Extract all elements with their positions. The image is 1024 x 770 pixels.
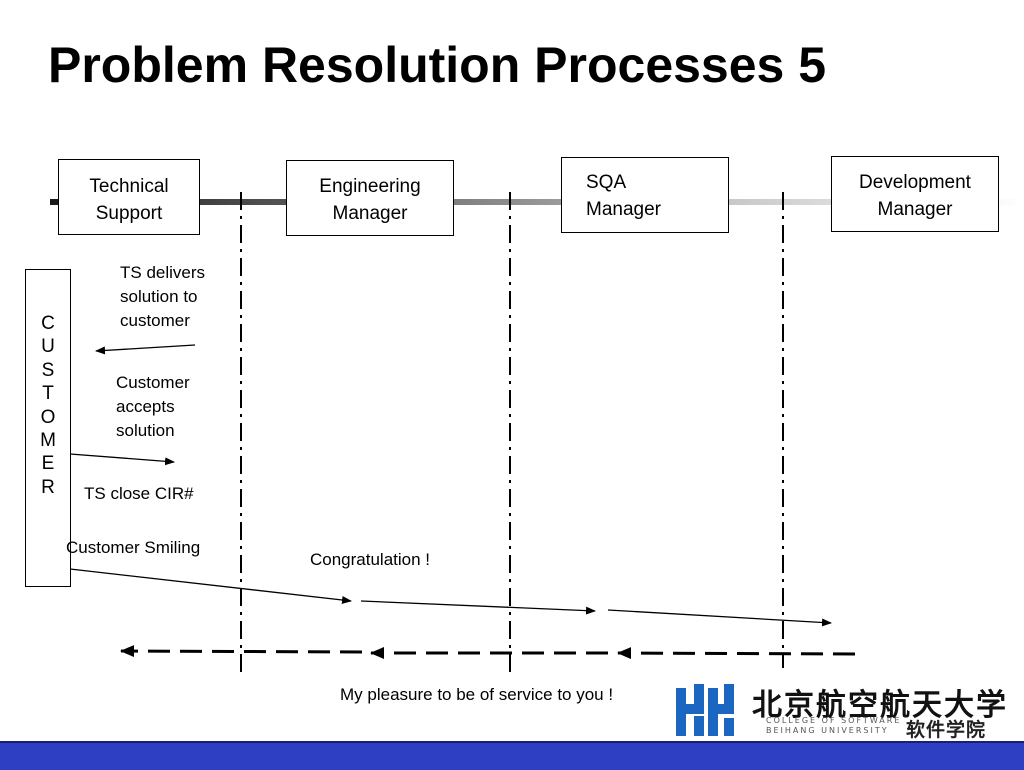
title-underline-bar <box>50 199 1024 205</box>
lane-technical-support: Technical Support <box>58 159 200 235</box>
university-logo-icon <box>674 684 736 738</box>
lane-engineering-manager: Engineering Manager <box>286 160 454 236</box>
slide-title: Problem Resolution Processes 5 <box>48 37 827 93</box>
logo-english-name: COLLEGE OF SOFTWARE BEIHANG UNIVERSITY <box>766 716 901 736</box>
logo-english-line2: BEIHANG UNIVERSITY <box>766 726 889 735</box>
customer-letter: O <box>40 406 56 428</box>
note-ts-delivers: TS delivers solution to customer <box>120 263 206 330</box>
lane-development-manager: Development Manager <box>831 156 999 232</box>
logo-college-name: 软件学院 <box>906 719 987 741</box>
customer-letter: T <box>42 383 54 405</box>
customer-letter: S <box>41 359 55 381</box>
note-congratulation: Congratulation ! <box>310 550 431 569</box>
return-dash-1 <box>617 647 856 660</box>
arrow-ts-delivers <box>95 344 196 355</box>
note-pleasure: My pleasure to be of service to you ! <box>340 685 614 704</box>
customer-box: C U S T O M E R <box>25 269 71 587</box>
note-customer-smiling: Customer Smiling <box>66 538 201 557</box>
footer-bar <box>0 741 1024 770</box>
lane-sqa-manager: SQA Manager <box>561 157 729 233</box>
arrow-smile-3 <box>607 609 832 627</box>
customer-letter: M <box>40 430 56 452</box>
customer-letter: R <box>41 476 55 498</box>
note-customer-accepts: Customer accepts solution <box>116 373 190 440</box>
arrow-customer-accepts <box>69 453 175 466</box>
note-ts-close: TS close CIR# <box>84 484 194 503</box>
logo-english-line1: COLLEGE OF SOFTWARE <box>766 716 902 725</box>
customer-letter: E <box>41 453 55 475</box>
return-dash-3 <box>120 645 363 658</box>
arrow-smile-2 <box>360 600 596 615</box>
arrow-smile-1 <box>69 568 352 604</box>
customer-letter: C <box>41 313 55 334</box>
customer-letter: U <box>41 336 55 358</box>
logo-chinese-name: 北京航空航天大学 <box>752 688 1008 723</box>
